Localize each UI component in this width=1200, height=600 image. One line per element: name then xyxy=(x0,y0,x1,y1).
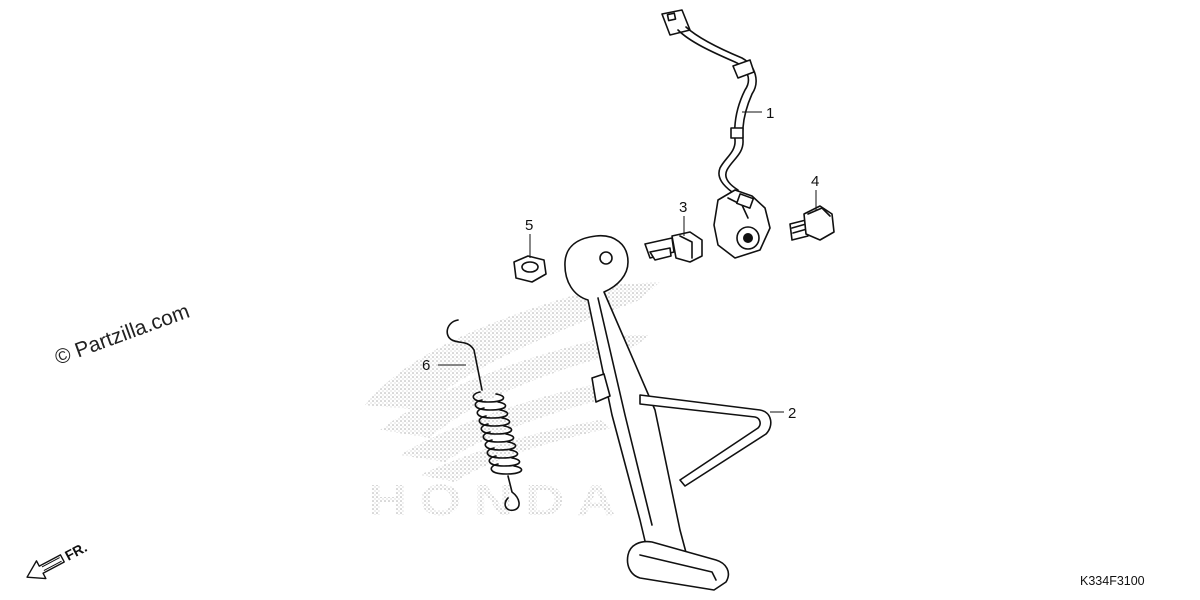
callout-6: 6 xyxy=(422,357,430,374)
side-stand-part xyxy=(564,235,772,591)
callout-5: 5 xyxy=(525,217,533,234)
bolt-part xyxy=(789,205,835,241)
pivot-bolt-part xyxy=(644,231,703,263)
partzilla-watermark: © Partzilla.com xyxy=(52,300,193,370)
callout-3: 3 xyxy=(679,199,687,216)
diagram-code: K334F3100 xyxy=(1080,574,1145,588)
honda-logo-text: HONDA xyxy=(368,476,628,525)
callout-1: 1 xyxy=(766,105,774,122)
nut-part xyxy=(513,255,547,283)
front-direction-label: FR. xyxy=(62,539,89,564)
callout-2: 2 xyxy=(788,405,796,422)
front-direction-indicator: FR. xyxy=(26,539,90,580)
honda-wing-logo: HONDA xyxy=(365,282,660,525)
callout-4: 4 xyxy=(811,173,819,190)
front-arrow-icon xyxy=(26,554,65,580)
side-stand-switch-part xyxy=(661,9,771,259)
spring-part xyxy=(446,319,523,512)
